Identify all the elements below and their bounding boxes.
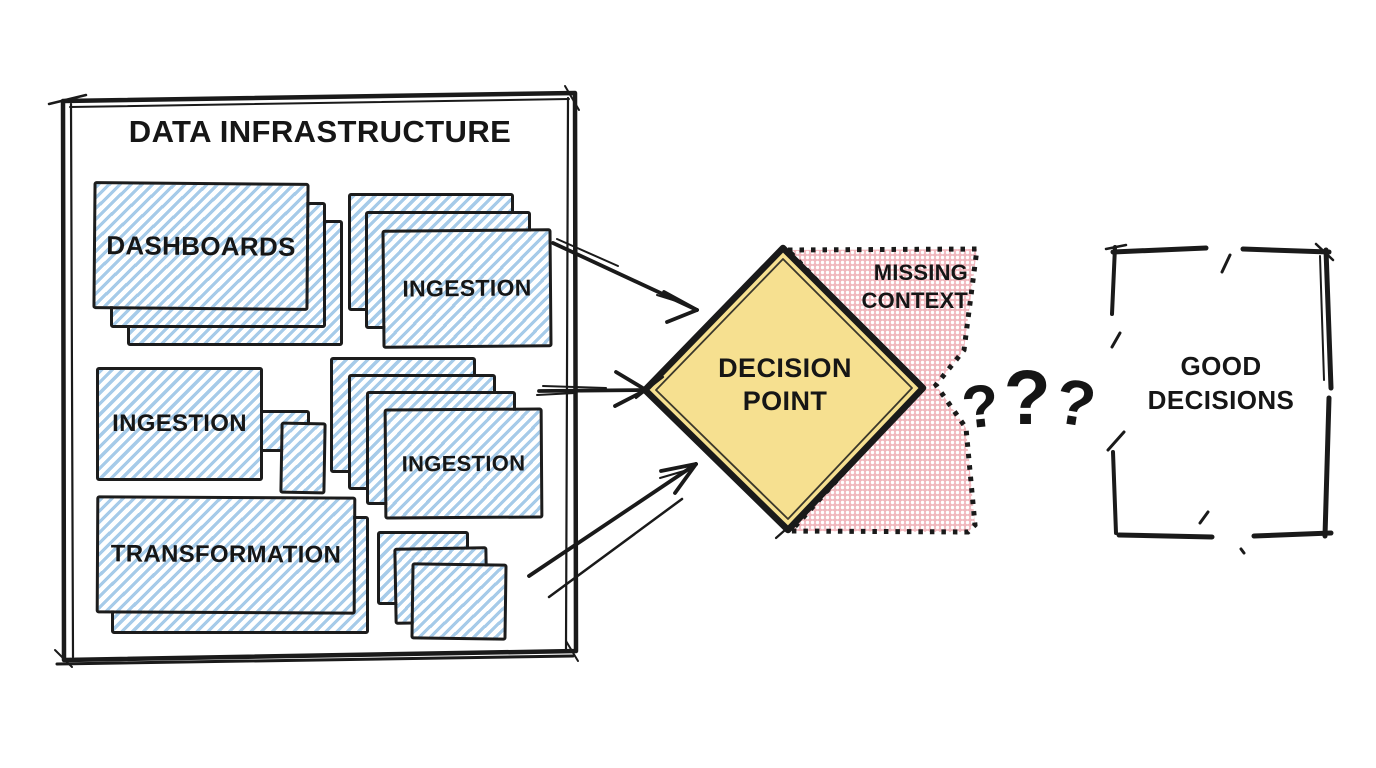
card-ingestion-top: INGESTION: [381, 228, 553, 349]
card-dashboards-label: DASHBOARDS: [106, 229, 296, 262]
decision-point-label: DECISION POINT: [690, 352, 880, 418]
good-decisions-box-border: [1104, 242, 1335, 555]
arrow-top: [551, 238, 699, 324]
decision-point-line1: DECISION: [718, 353, 852, 383]
card-transformation: TRANSFORMATION: [95, 495, 357, 615]
card-ingestion-left-label: INGESTION: [112, 410, 247, 437]
question-mark-icon: ?: [1003, 355, 1051, 442]
decision-diamond: [634, 244, 927, 540]
card-ingestion-top-label: INGESTION: [402, 274, 532, 302]
decision-point-line2: POINT: [742, 385, 828, 416]
card-transformation-label: TRANSFORMATION: [110, 540, 342, 569]
good-decisions-label: GOOD DECISIONS: [1108, 350, 1334, 418]
question-mark-icon: ?: [958, 371, 1003, 442]
card-stack-layer: [279, 421, 327, 495]
card-ingestion-right-label: INGESTION: [401, 450, 526, 476]
card-ingestion-left: INGESTION: [96, 367, 263, 481]
missing-context-label: MISSING CONTEXT: [830, 259, 968, 314]
missing-context-line2: CONTEXT: [861, 287, 968, 313]
missing-context-line1: MISSING: [873, 260, 968, 285]
card-ingestion-right: INGESTION: [383, 407, 544, 520]
good-decisions-line1: GOOD: [1180, 351, 1262, 381]
question-marks: ? ? ?: [958, 326, 1120, 442]
arrow-middle: [536, 370, 648, 408]
flow-arrows: [527, 238, 699, 599]
missing-context-region: [782, 246, 980, 535]
question-mark-icon: ?: [1050, 364, 1101, 442]
card-stack-layer: [410, 562, 508, 641]
arrow-bottom: [527, 462, 698, 599]
good-decisions-line2: DECISIONS: [1147, 384, 1295, 415]
card-dashboards: DASHBOARDS: [92, 181, 310, 311]
infrastructure-box-border: [47, 85, 580, 668]
infrastructure-title: DATA INFRASTRUCTURE: [128, 114, 512, 149]
